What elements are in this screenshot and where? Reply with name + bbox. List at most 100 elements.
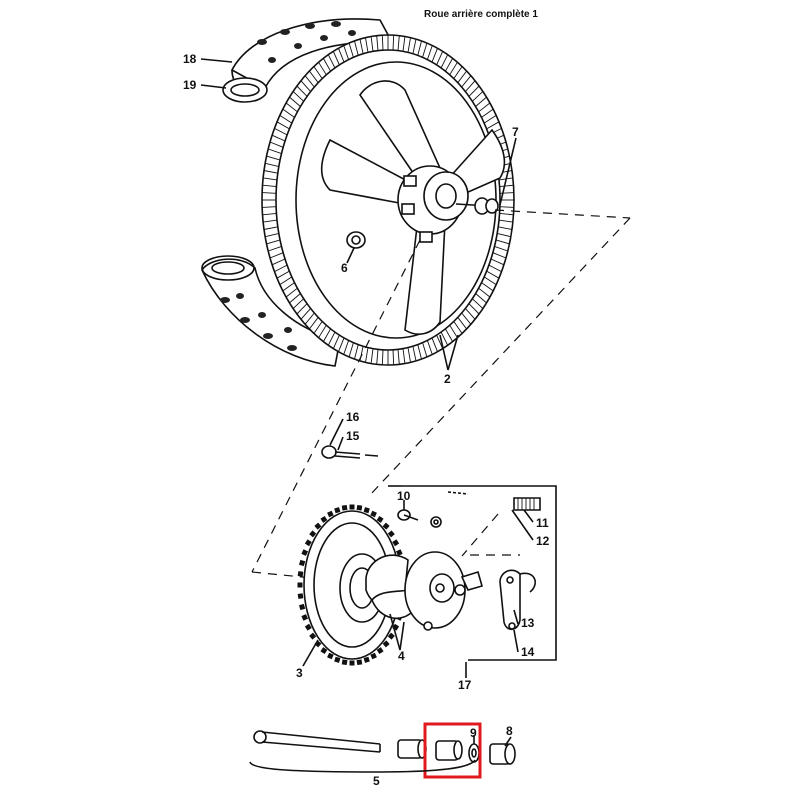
sprocket-tooth [301,549,309,556]
spring-part [513,497,541,511]
tread-tick [397,349,400,365]
sprocket-tooth [382,640,390,648]
tread-tick [318,324,327,338]
tread-tick [354,40,359,56]
callout-3: 3 [296,666,303,680]
tread-tick [323,328,331,342]
tread-tick [412,346,417,361]
bolt-part [321,445,379,459]
tread-tick [309,317,319,330]
tread-tick [392,35,395,51]
tread-tick [422,42,428,58]
tread-tick [453,66,463,79]
tread-tick [269,141,284,148]
explode-line [251,239,421,573]
callout-14: 14 [521,645,535,659]
rim-wheel-part [261,34,515,366]
tread-tick [445,58,453,72]
tread-tick [499,184,514,188]
tread-tick [300,80,311,92]
tread-tick [263,219,278,223]
tread-tick [276,121,290,130]
tread-tick [338,337,345,352]
callout-5: 5 [373,774,380,788]
tread-tick [471,91,484,102]
nut-8-part [489,743,516,765]
tread-tick [332,334,340,349]
tread-tick [376,349,379,365]
callout-10: 10 [397,489,411,503]
tread-tick [381,35,384,51]
tread-tick [313,321,323,334]
sprocket-tooth [387,632,395,640]
tread-tick [263,226,278,230]
sprocket-tooth [349,660,355,666]
sprocket-tooth [376,515,384,523]
tread-tick [483,115,497,124]
tread-tick [426,340,433,355]
tread-tick [348,42,354,58]
callout-6: 6 [341,261,348,275]
tread-tick [449,324,458,338]
tire-part [201,18,394,367]
tread-tick [271,134,286,142]
callout-9: 9 [470,726,477,740]
tread-tick [327,54,336,69]
callout-4: 4 [398,649,405,663]
axle-part [253,730,381,753]
callout-18: 18 [183,52,197,66]
tread-tick [494,245,508,252]
tread-tick [481,108,494,118]
tread-tick [279,276,293,285]
tread-tick [279,115,293,124]
tread-tick [274,264,288,272]
tread-tick [262,192,277,194]
tread-tick [271,258,286,266]
tread-tick [475,293,487,304]
tread-tick [402,348,406,364]
tread-tick [453,321,463,334]
tread-tick [471,298,484,309]
callout-11: 11 [536,516,549,530]
tread-tick [381,349,384,365]
group-bracket [249,759,476,773]
spacer-9-part [435,740,480,763]
tread-tick [365,347,369,363]
tread-tick [392,349,395,365]
callout-8: 8 [506,724,513,738]
tread-tick [483,276,497,285]
tread-tick [445,328,453,342]
callout-17: 17 [458,678,472,692]
sprocket-tooth [309,530,317,538]
tread-tick [465,308,476,320]
tread-tick [495,239,510,245]
highlight-box [423,722,482,779]
sprocket-tooth [327,510,334,518]
tread-tick [465,80,476,92]
tread-tick [309,70,319,83]
tread-tick [376,35,379,51]
sprocket-tooth [298,559,306,567]
sprocket-tooth [356,659,363,666]
tread-tick [269,252,284,259]
tread-tick [343,45,350,60]
callout-15: 15 [346,429,360,443]
tread-tick [354,344,359,360]
explode-line [461,513,499,557]
sprocket-tooth [356,504,363,511]
sprocket-tooth [387,530,395,538]
tread-tick [276,270,290,279]
tread-tick [265,162,279,168]
tread-tick [285,287,298,298]
sprocket-tooth [382,522,390,530]
sprocket-tooth [334,656,341,663]
tread-tick [486,270,500,279]
tread-tick [486,121,500,130]
tread-tick [263,170,278,174]
sprocket-tooth [314,522,322,530]
tread-tick [436,334,444,349]
sprocket-tooth [370,652,377,660]
tread-tick [497,232,511,238]
tread-tick [481,282,494,292]
sprocket-tooth [376,647,384,655]
